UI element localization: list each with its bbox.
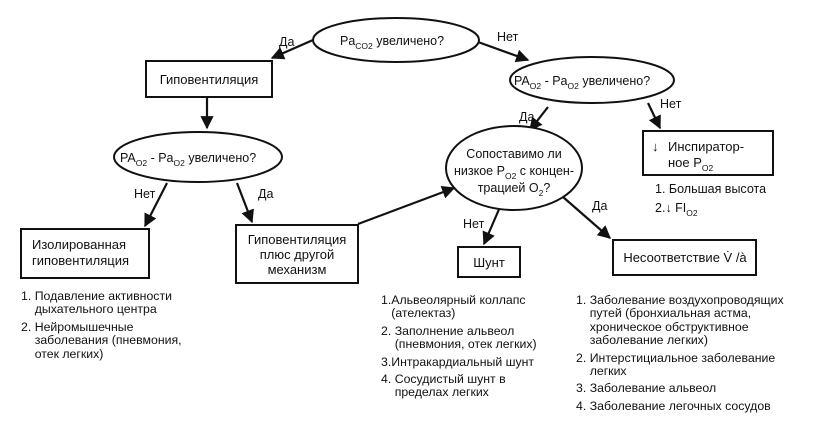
decision-comparable-po2: Сопоставимо ли низкое PO2 с концен- трац… xyxy=(445,125,583,211)
altitude-note: 1. Большая высота xyxy=(655,182,766,196)
inspiratory-line1: Инспиратор- xyxy=(668,139,744,154)
arrow-gradient-right-to-inspiratory xyxy=(647,102,661,130)
list-item-number: 1. xyxy=(21,289,35,303)
arrow-paco2-to-gradient-right xyxy=(477,40,530,63)
shunt-label: Шунт xyxy=(473,255,505,270)
label-yes-comparable: Да xyxy=(519,110,534,124)
svg-text:механизм: механизм xyxy=(268,262,327,277)
label-yes-hypoventilation: Да xyxy=(279,35,294,49)
list-item-number: 2. xyxy=(21,319,35,334)
arrow-gradient-left-to-plus xyxy=(235,182,254,224)
svg-text:Изолированная: Изолированная xyxy=(32,237,126,252)
arrow-comparable-to-shunt xyxy=(482,206,502,246)
list-item-text: Интерстициальное заболевание легких xyxy=(589,350,776,379)
paco2-suffix: увеличено? xyxy=(373,34,444,48)
shunt-causes-list: 1.Альвеолярный коллапс (ателектаз)2. Зап… xyxy=(381,293,559,404)
mismatch-causes-list: 1. Заболевание воздухопроводящих путей (… xyxy=(576,293,808,417)
svg-text:Гиповентиляция: Гиповентиляция xyxy=(248,232,347,247)
mismatch-label: Несоответствие V̇ /à xyxy=(623,250,747,265)
hypoventilation-label: Гиповентиляция xyxy=(160,72,259,87)
label-yes-plus: Да xyxy=(258,187,273,201)
svg-text:PAO2 - PaO2 увеличено?: PAO2 - PaO2 увеличено? xyxy=(120,151,256,168)
node-hypoventilation-plus-mechanism: Гиповентиляция плюс другой механизм xyxy=(235,224,359,284)
list-item: 1. Подавление активности дыхательного це… xyxy=(21,289,199,317)
arrow-comparable-to-mismatch xyxy=(562,196,611,239)
list-item-text: Подавление активности дыхательного центр… xyxy=(34,289,172,317)
list-item: 4. Сосудистый шунт в пределах легких xyxy=(381,372,559,400)
svg-text:плюс другой: плюс другой xyxy=(260,247,335,262)
down-arrow-icon: ↓ xyxy=(652,139,659,154)
label-no-isolated: Нет xyxy=(134,187,156,201)
node-hypoventilation: Гиповентиляция xyxy=(145,60,273,98)
svg-text:PAO2 - PaO2 увеличено?: PAO2 - PaO2 увеличено? xyxy=(514,74,650,91)
svg-text:гиповентиляция: гиповентиляция xyxy=(32,253,129,268)
list-item: 3. Заболевание альвеол xyxy=(576,381,808,396)
node-isolated-hypoventilation: Изолированная гиповентиляция xyxy=(20,228,150,279)
svg-text:низкое PO2 с концен-: низкое PO2 с концен- xyxy=(454,164,574,181)
list-item-number: 1. xyxy=(576,293,590,307)
arrow-gradient-left-to-isolated xyxy=(144,182,168,228)
list-item-text: Заболевание воздухопроводящих путей (бро… xyxy=(589,293,784,348)
label-no-gradient-right: Нет xyxy=(497,30,519,44)
list-item: 2. Интерстициальное заболевание легких xyxy=(576,350,808,379)
list-item-text: Сосудистый шунт в пределах легких xyxy=(394,372,506,400)
label-yes-mismatch: Да xyxy=(592,199,607,213)
decision-gradient-right: PAO2 - PaO2 увеличено? xyxy=(509,56,675,104)
label-no-inspiratory: Нет xyxy=(660,97,682,111)
label-no-shunt: Нет xyxy=(463,217,485,231)
list-item-text: Интракардиальный шунт xyxy=(391,354,535,369)
edge-labels: Да Нет Нет Да Да Нет Нет Да xyxy=(134,30,682,231)
svg-text:ное PO2: ное PO2 xyxy=(668,155,714,173)
list-item-text: Нейромышечные заболевания (пневмония, от… xyxy=(34,319,182,361)
list-item: 2. Заполнение альвеол (пневмония, отек л… xyxy=(381,323,559,352)
list-item-text: Заболевание альвеол xyxy=(589,381,717,396)
list-item-text: Заболевание легочных сосудов xyxy=(589,398,771,413)
paco2-prefix: Pa xyxy=(340,34,355,48)
list-item-number: 3. xyxy=(381,354,392,369)
list-item: 1.Альвеолярный коллапс (ателектаз) xyxy=(381,293,559,321)
list-item: 3.Интракардиальный шунт xyxy=(381,354,559,369)
list-item-number: 2. xyxy=(381,323,395,338)
arrow-plus-to-comparable xyxy=(357,185,456,226)
inspiratory-causes-list: 1. Большая высота 2.↓ FIO2 xyxy=(655,182,766,218)
list-item-text: Альвеолярный коллапс (ателектаз) xyxy=(391,293,526,321)
down-arrow-icon: ↓ xyxy=(665,201,671,215)
list-item: 1. Заболевание воздухопроводящих путей (… xyxy=(576,293,808,348)
svg-text:трацией O2?: трацией O2? xyxy=(478,181,551,198)
list-item-number: 3. xyxy=(576,381,590,396)
list-item-text: Заполнение альвеол (пневмония, отек легк… xyxy=(394,323,537,352)
comparable-line1: Сопоставимо ли xyxy=(466,147,561,161)
list-item: 4. Заболевание легочных сосудов xyxy=(576,398,808,413)
paco2-subscript: CO2 xyxy=(355,41,373,51)
connector-arrows xyxy=(144,38,661,246)
node-vq-mismatch: Несоответствие V̇ /à xyxy=(612,239,757,276)
node-shunt: Шунт xyxy=(457,246,521,278)
svg-text:2.↓ FIO2: 2.↓ FIO2 xyxy=(655,201,698,218)
node-inspiratory-low-po2: ↓ Инспиратор- ное PO2 xyxy=(642,130,774,176)
decision-gradient-left: PAO2 - PaO2 увеличено? xyxy=(113,131,283,183)
list-item-number: 2. xyxy=(576,350,590,365)
arrow-gradient-right-to-comparable xyxy=(529,106,549,132)
isolated-causes-list: 1. Подавление активности дыхательного це… xyxy=(21,289,199,365)
list-item-number: 1. xyxy=(381,293,392,307)
list-item-number: 4. xyxy=(381,372,395,387)
decision-paco2-increased: PaCO2 увеличено? xyxy=(312,17,480,63)
arrow-paco2-to-hypoventilation xyxy=(270,38,314,60)
list-item-number: 4. xyxy=(576,398,590,413)
list-item: 2. Нейромышечные заболевания (пневмония,… xyxy=(21,319,199,361)
svg-text:PaCO2 увеличено?: PaCO2 увеличено? xyxy=(340,34,444,51)
